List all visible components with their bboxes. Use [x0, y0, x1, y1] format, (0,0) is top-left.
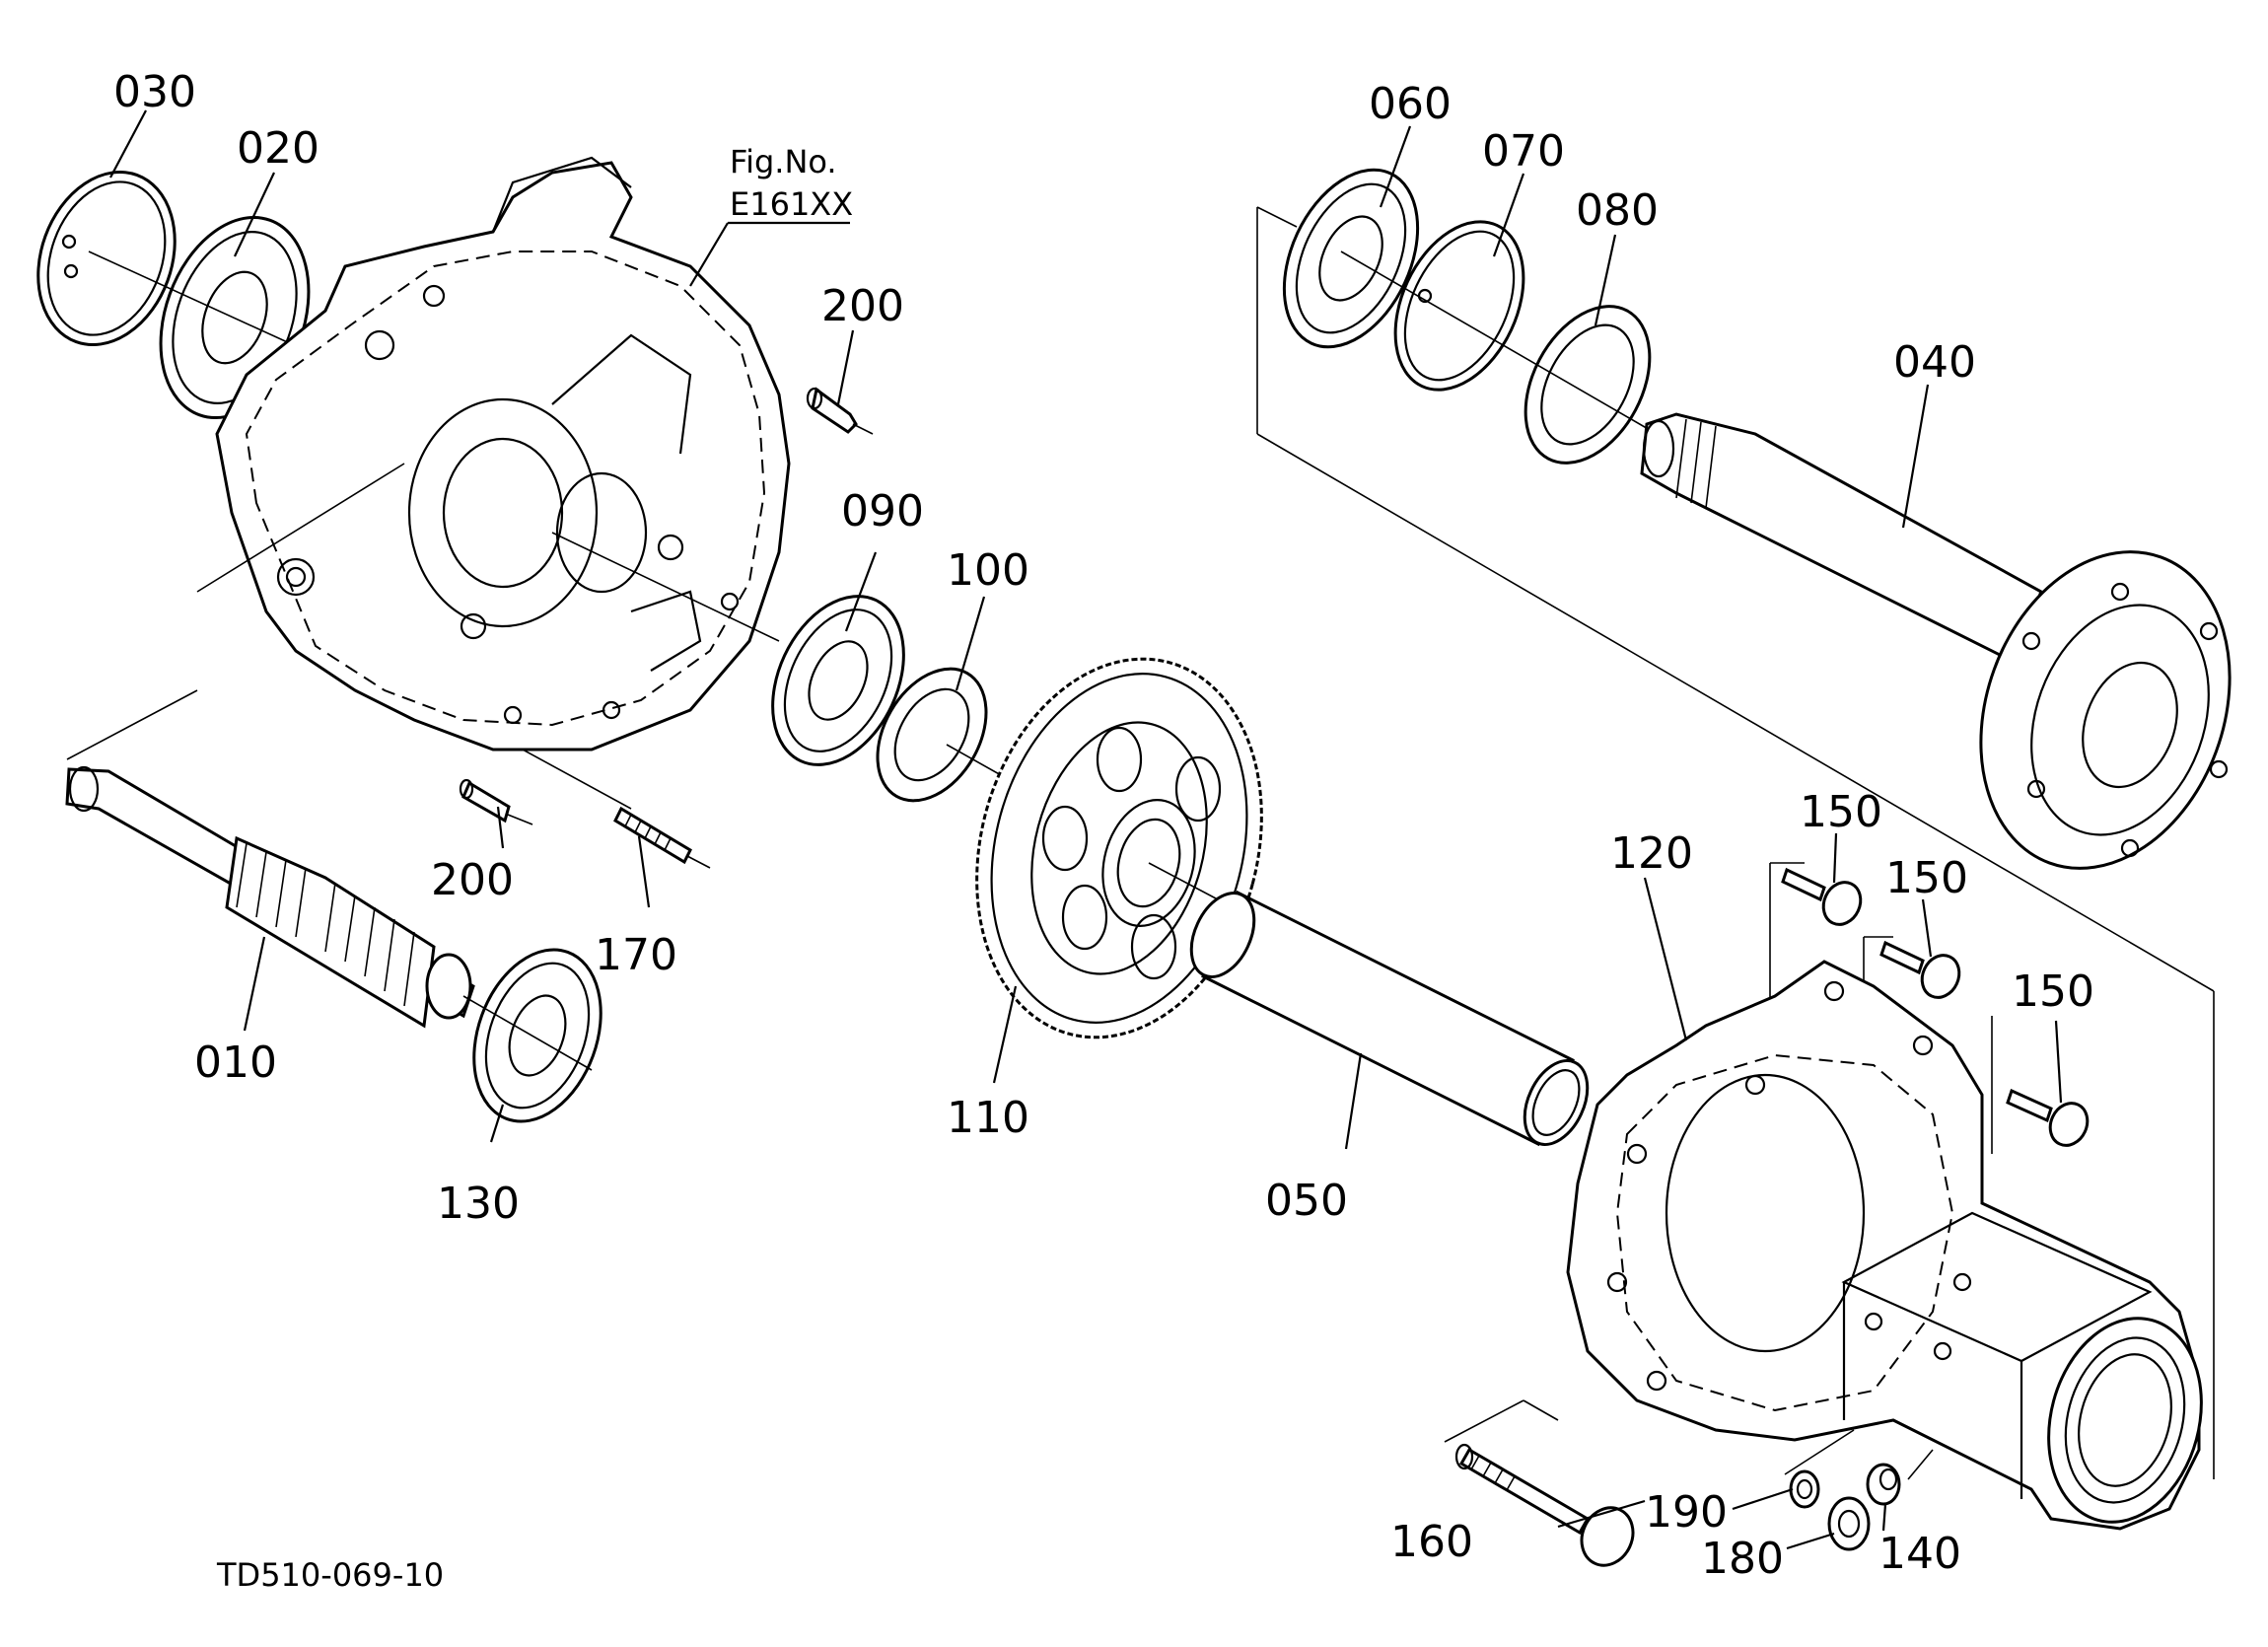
pin-200-top	[806, 387, 858, 434]
callout-100: 100	[947, 545, 1029, 596]
transmission-case	[215, 156, 791, 752]
bolt-160	[1454, 1443, 1635, 1567]
callout-150-c: 150	[2012, 967, 2094, 1017]
fig-no-label: Fig.No.	[730, 143, 837, 180]
callout-080: 080	[1576, 185, 1659, 236]
callout-120: 120	[1610, 828, 1693, 879]
callout-040: 040	[1893, 337, 1976, 388]
snap-ring-070	[1393, 220, 1525, 392]
callout-050: 050	[1265, 1176, 1348, 1226]
oil-seal-080	[1524, 305, 1652, 465]
callout-160: 160	[1390, 1517, 1473, 1567]
callout-180: 180	[1701, 1534, 1784, 1584]
bolt-150-c	[2006, 1088, 2090, 1147]
callout-060: 060	[1369, 79, 1452, 129]
callout-190: 190	[1645, 1487, 1728, 1538]
bearing-060	[1282, 168, 1420, 349]
bolt-150-a	[1781, 867, 1863, 926]
nut-180	[1827, 1496, 1871, 1551]
bearing-130	[472, 948, 602, 1123]
snap-ring-030	[36, 170, 177, 347]
washer-190	[1789, 1469, 1820, 1509]
housing-120	[1566, 960, 2203, 1531]
tube-050	[1189, 890, 1590, 1147]
drawing-id: TD510-069-10	[216, 1556, 444, 1594]
bolt-150-b	[1879, 940, 1961, 999]
callout-110: 110	[947, 1093, 1029, 1143]
shaft-010	[65, 765, 475, 1029]
pin-200-lower	[459, 778, 511, 824]
callout-020: 020	[237, 123, 319, 174]
bearing-090	[771, 595, 905, 766]
callout-150-b: 150	[1885, 853, 1968, 903]
callout-170: 170	[595, 930, 677, 980]
callout-010: 010	[194, 1038, 277, 1088]
callout-150-a: 150	[1800, 787, 1882, 837]
plug-140	[1866, 1463, 1901, 1506]
callout-200-top: 200	[821, 281, 904, 331]
leader-lines	[109, 109, 2063, 1550]
callout-130: 130	[437, 1179, 520, 1229]
callout-090: 090	[841, 486, 924, 537]
callout-140: 140	[1878, 1529, 1961, 1579]
gear-110	[975, 657, 1263, 1039]
axle-040	[1640, 412, 2232, 870]
callout-070: 070	[1482, 126, 1565, 177]
fig-no-value: E161XX	[730, 185, 853, 223]
stud-170	[613, 806, 692, 865]
callout-200-lower: 200	[431, 855, 514, 905]
callout-030: 030	[113, 67, 196, 117]
oil-seal-100	[876, 667, 988, 803]
